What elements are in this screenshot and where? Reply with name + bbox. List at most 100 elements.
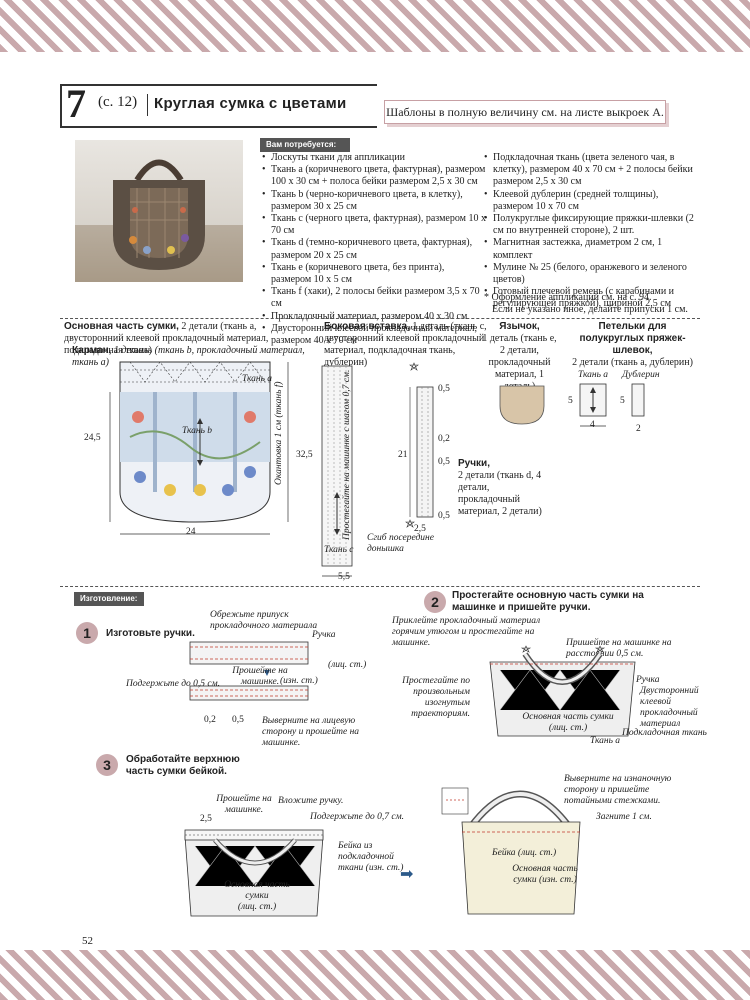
project-number: 7 xyxy=(66,81,86,126)
step2-fabric-a: Ткань а xyxy=(590,736,621,746)
bag-photo xyxy=(75,140,243,282)
side-stitch-note: Простегайте на машинке с шагом 0,7 см. xyxy=(342,369,352,540)
step3-stitched: Прошейте на машинке. xyxy=(216,794,272,815)
step3-fold1: Загните 1 см. xyxy=(596,812,652,822)
tab-caption: Язычок,1 деталь (ткань е, 2 детали, прок… xyxy=(482,321,557,392)
loops-caption: Петельки для полукруглых пряжек-шлевок,2… xyxy=(572,321,693,368)
step-1-number: 1 xyxy=(76,622,98,644)
step3-binding: Бейка из подкладочной ткани (изн. ст.) xyxy=(338,841,404,873)
section-divider xyxy=(60,586,700,587)
step-2-title: Простегайте основную часть сумки на маши… xyxy=(452,590,644,613)
tab-pattern xyxy=(499,385,545,425)
handle-length-dim: 21 xyxy=(398,450,408,460)
material-item: Полукруглые фиксирующие пряжки-шлевки (2… xyxy=(484,213,694,237)
page-reference: (с. 12) xyxy=(98,94,138,110)
page-number: 52 xyxy=(82,935,93,947)
fabric-a-label: Ткань а xyxy=(242,374,273,384)
main-part-caption: Основная часть сумки, 2 детали (ткань а,… xyxy=(64,321,269,356)
making-badge: Изготовление: xyxy=(74,592,144,606)
section-divider xyxy=(60,318,700,319)
step-2-number: 2 xyxy=(424,591,446,613)
step2-body: Основная часть сумки(лиц. ст.) xyxy=(522,712,614,733)
material-item: Подкладочная ткань (цвета зеленого чая, … xyxy=(484,152,694,189)
material-item: Ткань d (темно-коричневого цвета, фактур… xyxy=(262,237,487,261)
step1-wrong-side: (изн. ст.) xyxy=(280,676,318,686)
pocket-caption: Карман, 1 деталь (ткань b, прокладочный … xyxy=(72,345,305,368)
step3-body: Основная часть сумки(лиц. ст.) xyxy=(224,880,290,912)
handle-pattern xyxy=(405,362,434,528)
step2-lining: Подкладочная ткань xyxy=(622,728,707,738)
step1-stitched: Прошейте на машинке. xyxy=(232,666,288,687)
loop-width-2: 2 xyxy=(636,424,641,434)
side-panel-pattern xyxy=(321,365,353,577)
step3-final-diagram xyxy=(441,787,581,915)
materials-badge: Вам потребуется: xyxy=(260,138,350,152)
star-icon xyxy=(409,362,419,371)
side-panel-caption: Боковая вставка, 1 деталь (ткань с, двус… xyxy=(324,321,487,368)
template-note: Шаблоны в полную величину см. на листе в… xyxy=(384,100,666,124)
loops-pattern xyxy=(579,383,645,427)
fabric-b-label: Ткань b xyxy=(182,426,213,436)
material-item: Двусторонний клеевой прокладочный матери… xyxy=(262,323,487,347)
step-3-title: Обработайте верхнюю часть сумки бейкой. xyxy=(126,754,240,777)
title-divider xyxy=(147,94,148,116)
material-item: Клеевой дублерин (средней толщины), разм… xyxy=(484,189,694,213)
step2-handle: Ручка xyxy=(636,675,660,685)
step2-diagram xyxy=(489,645,636,737)
loops-fabric-label: Ткань а xyxy=(578,370,609,380)
fabric-c-label: Ткань с xyxy=(324,545,354,555)
step2-attach: Пришейте на машинке на расстоянии 0,5 см… xyxy=(566,638,672,659)
handles-caption: Ручки,2 детали (ткань d, 4 детали, прокл… xyxy=(458,458,542,517)
handle-dim-1: 0,5 xyxy=(438,384,450,394)
step2-iron: Приклейте прокладочный материал горячим … xyxy=(392,616,541,648)
footnote-line: Если не указано иное, делайте припуски 1… xyxy=(492,304,688,315)
handle-dim-3: 0,5 xyxy=(438,457,450,467)
material-item: Мулине № 25 (белого, оранжевого и зелено… xyxy=(484,262,694,286)
main-height-dim: 24,5 xyxy=(84,433,101,443)
step2-quilt: Простегайте по произвольным изогнутым тр… xyxy=(402,676,470,719)
step3-turn: Выверните на изнаночную сторону и пришей… xyxy=(564,774,672,806)
step-1-title: Изготовьте ручки. xyxy=(106,628,195,639)
material-item: Лоскуты ткани для аппликации xyxy=(262,152,487,164)
fold-note: Сгиб посередине донышка xyxy=(367,533,434,554)
bottom-stripe-border xyxy=(0,950,750,1000)
title-frame xyxy=(60,84,377,128)
top-stripe-border xyxy=(0,0,750,52)
star-icon xyxy=(594,645,606,653)
material-item: Готовый плечевой ремень (с карабинами и … xyxy=(484,286,694,310)
materials-footnote: * Оформление аппликаций см. на с. 94. Ес… xyxy=(484,292,699,316)
step2-interfacing: Двусторонний клеевой прокладочный матери… xyxy=(640,686,699,729)
main-total-height-dim: 32,5 xyxy=(296,450,313,460)
footnote-line: * Оформление аппликаций см. на с. 94. xyxy=(484,292,652,303)
bag-illustration xyxy=(113,159,205,270)
step3-diagram xyxy=(184,829,324,917)
step3-insert: Вложите ручку. xyxy=(278,796,344,806)
step3-dim: 2,5 xyxy=(200,814,212,824)
loop-height-1: 5 xyxy=(568,396,573,406)
star-icon xyxy=(520,645,532,653)
step1-diagram xyxy=(189,641,309,701)
handle-width-dim: 2,5 xyxy=(414,524,426,534)
material-item: Ткань с (черного цвета, фактурная), разм… xyxy=(262,213,487,237)
material-item: Ткань b (черно-коричневого цвета, в клет… xyxy=(262,189,487,213)
handle-dim-2: 0,2 xyxy=(438,434,450,444)
step1-fold: Подгержьте до 0,5 см. xyxy=(126,679,221,689)
material-item: Прокладочный материал, размером 40 х 30 … xyxy=(262,311,487,323)
star-icon xyxy=(405,519,415,528)
step1-dim-1: 0,2 xyxy=(204,715,216,725)
step1-handle-label: Ручка xyxy=(312,630,336,640)
material-item: Магнитная застежка, диаметром 2 см, 1 ко… xyxy=(484,237,694,261)
handle-dim-4: 0,5 xyxy=(438,511,450,521)
step3-fold: Подгержьте до 0,7 см. xyxy=(310,812,405,822)
loop-width-1: 4 xyxy=(590,420,595,430)
materials-list-left: Лоскуты ткани для аппликации Ткань а (ко… xyxy=(262,152,487,347)
loops-dubl-label: Дублерин xyxy=(622,370,660,380)
loop-height-2: 5 xyxy=(620,396,625,406)
page-title: Круглая сумка с цветами xyxy=(154,95,347,112)
step1-turn: Выверните на лицевую сторону и прошейте … xyxy=(262,716,360,748)
material-item: Ткань а (коричневого цвета, фактурная), … xyxy=(262,164,487,188)
step1-dim-2: 0,5 xyxy=(232,715,244,725)
step-3-number: 3 xyxy=(96,754,118,776)
binding-label: Окантовка 1 см (ткань f) xyxy=(274,381,284,485)
material-item: Ткань е (коричневого цвета, без принта),… xyxy=(262,262,487,286)
